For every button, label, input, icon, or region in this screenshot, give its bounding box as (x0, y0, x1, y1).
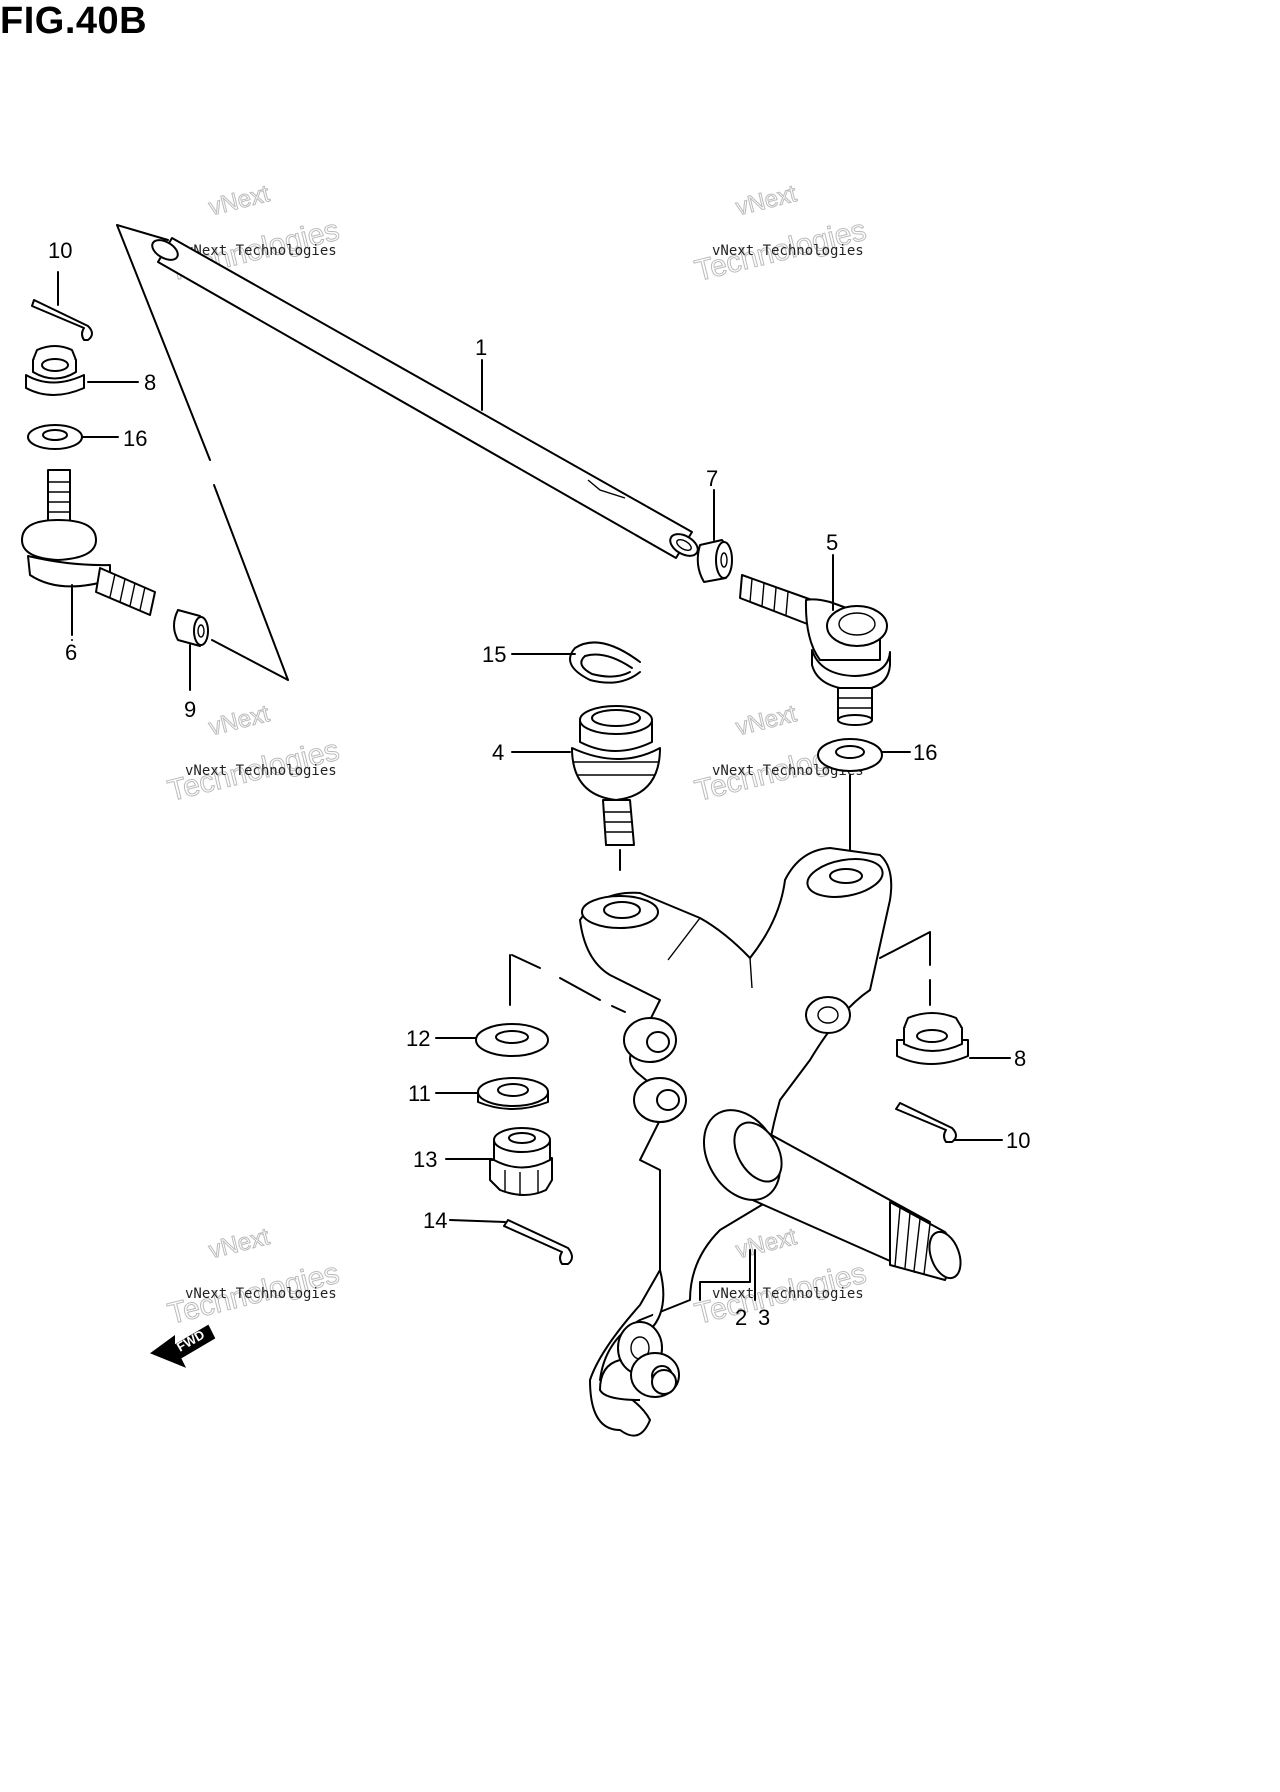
watermark-vnext: vNext (733, 1223, 799, 1264)
callout-label-10: 10 (48, 238, 72, 263)
washer-left (27, 424, 83, 450)
leader-lines (57, 271, 1011, 1223)
watermark-text: vNext Technologies (712, 763, 864, 779)
callout-label-4: 4 (492, 740, 504, 765)
watermark-vnext: vNext (733, 180, 799, 221)
circlip (569, 641, 641, 684)
cotter-pin-14 (503, 1219, 573, 1265)
callout-label-15: 15 (482, 642, 506, 667)
nut-left (25, 345, 85, 396)
castle-nut (489, 1127, 553, 1196)
callout-label-3: 3 (758, 1305, 770, 1330)
callout-label-5: 5 (826, 530, 838, 555)
callout-label-10b: 10 (1006, 1128, 1030, 1153)
watermark-text: vNext Technologies (712, 243, 864, 259)
tie-rod-end-left (21, 469, 156, 636)
callout-label-2: 2 (735, 1305, 747, 1330)
callout-label-7: 7 (706, 466, 718, 491)
watermark-vnext: vNext (733, 700, 799, 741)
washer-12 (475, 1023, 549, 1057)
washer-11 (477, 1077, 549, 1110)
cotter-pin-left (31, 299, 93, 341)
assembly-bracket-left (116, 224, 289, 681)
watermark-text: vNext Technologies (185, 763, 337, 779)
cotter-pin-right (895, 1102, 957, 1143)
callout-labels: 10 8 16 6 9 1 7 5 15 4 16 12 11 13 14 8 … (48, 238, 1030, 1330)
tie-rod (151, 237, 699, 559)
ball-joint (571, 705, 661, 846)
sleeve-left (173, 609, 209, 691)
watermark: vNext Technologies vNext Technologies (691, 180, 870, 289)
tie-rod-end-right (739, 574, 891, 726)
watermark-text: vNext Technologies (712, 1286, 864, 1302)
fwd-arrow-icon: FWD (149, 1324, 216, 1368)
steering-knuckle (579, 847, 962, 1437)
callout-label-16b: 16 (913, 740, 937, 765)
callout-label-13: 13 (413, 1147, 437, 1172)
callout-label-16: 16 (123, 426, 147, 451)
watermark-vnext: vNext (206, 180, 272, 221)
callout-label-14: 14 (423, 1208, 447, 1233)
callout-label-6: 6 (65, 640, 77, 665)
callout-label-8b: 8 (1014, 1046, 1026, 1071)
callout-label-8: 8 (144, 370, 156, 395)
washer-right (817, 738, 883, 772)
figure-title: FIG.40B (0, 0, 148, 42)
watermark-text: vNext Technologies (185, 1286, 337, 1302)
watermark-vnext: vNext (206, 700, 272, 741)
callout-label-1: 1 (475, 335, 487, 360)
guide-lines (509, 774, 931, 1013)
sleeve-right (696, 539, 733, 583)
nut-right (896, 1012, 969, 1065)
watermark: vNext Technologies vNext Technologies (164, 1223, 343, 1332)
callout-label-11: 11 (408, 1081, 431, 1106)
watermark-text: vNext Technologies (185, 243, 337, 259)
callout-label-12: 12 (406, 1026, 430, 1051)
watermark-vnext: vNext (206, 1223, 272, 1264)
callout-label-9: 9 (184, 697, 196, 722)
